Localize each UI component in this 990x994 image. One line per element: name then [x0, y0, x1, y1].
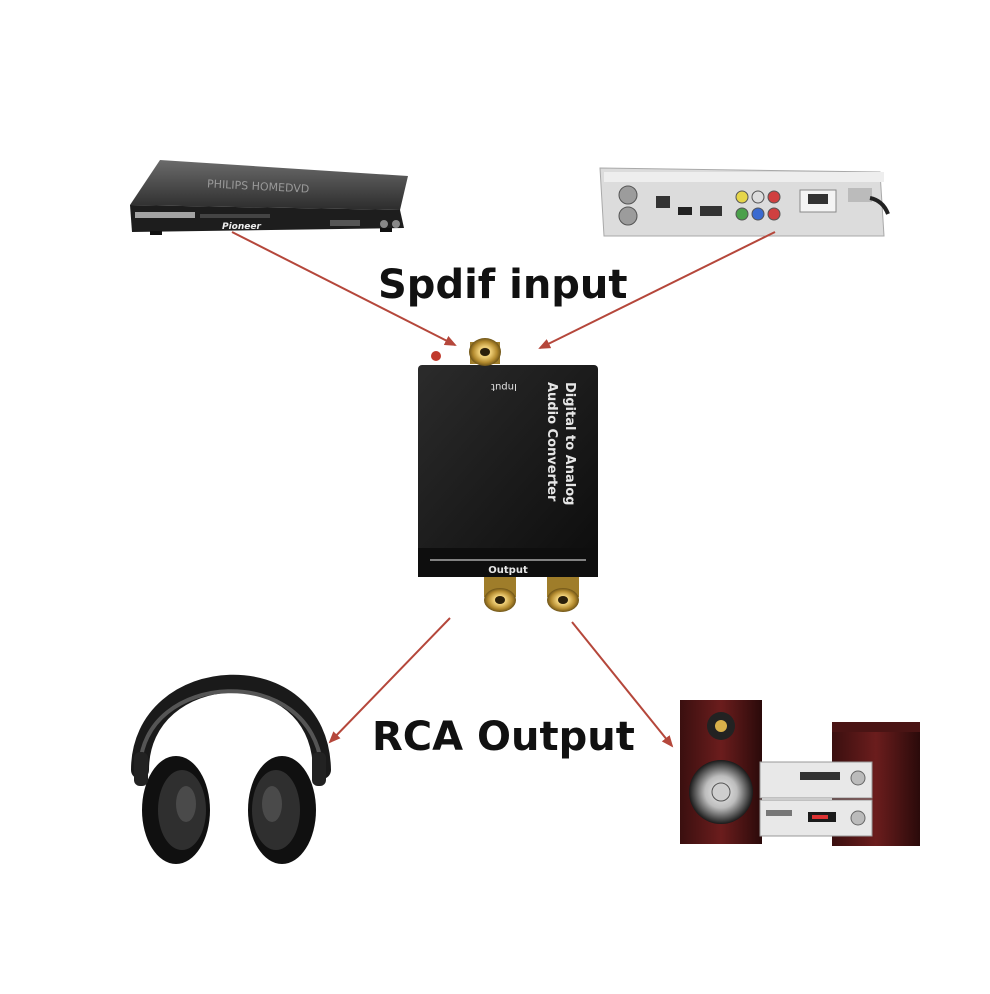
- speaker-system-icon: [680, 700, 920, 846]
- spdif-input-label: Spdif input: [378, 262, 628, 308]
- arrow-converter-to-headphones: [328, 617, 451, 744]
- dvd-player-icon: PHILIPS HOMEDVD Pioneer: [130, 160, 408, 235]
- converter-box: Input Digital to Analog Audio Converter …: [418, 338, 598, 612]
- dvd-top-text: PHILIPS HOMEDVD: [207, 177, 310, 195]
- arrow-dvd-to-converter: [231, 231, 457, 346]
- rca-input-jack: [469, 338, 501, 366]
- converter-title-line2: Audio Converter: [544, 382, 559, 502]
- converter-input-label: Input: [491, 381, 517, 392]
- converter-output-label: Output: [488, 565, 528, 576]
- arrow-stb-to-converter: [538, 231, 776, 349]
- arrow-converter-to-speakers: [571, 621, 674, 748]
- rca-output-label: RCA Output: [372, 714, 635, 760]
- headphones-icon: [131, 674, 331, 864]
- rca-output-right-jack: [547, 577, 579, 612]
- rca-output-left-jack: [484, 577, 516, 612]
- converter-title-line1: Digital to Analog: [562, 382, 577, 505]
- set-top-box-icon: [599, 167, 890, 237]
- dvd-brand: Pioneer: [222, 222, 261, 232]
